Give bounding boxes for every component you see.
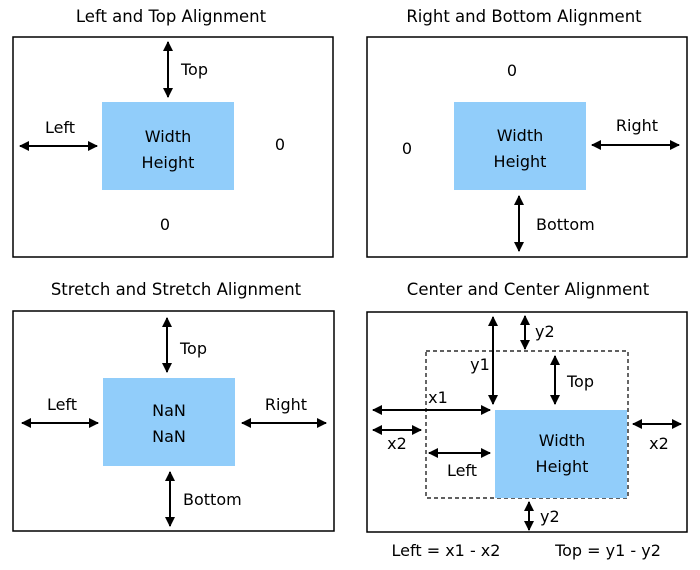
left-label: Left <box>45 118 75 137</box>
formula-top: Top = y1 - y2 <box>554 541 661 560</box>
left-label: Left <box>447 461 477 480</box>
panel-stretch: Stretch and Stretch Alignment NaN NaN To… <box>12 280 335 532</box>
left-label: Left <box>47 395 77 414</box>
panel-title: Center and Center Alignment <box>407 280 650 299</box>
x2-right-label: x2 <box>649 434 669 453</box>
element-height-label: Height <box>494 152 547 171</box>
left-value: 0 <box>402 139 412 158</box>
y2-bottom-label: y2 <box>540 507 560 526</box>
right-value: 0 <box>275 135 285 154</box>
panel-left-top: Left and Top Alignment Width Height Top … <box>12 7 334 258</box>
element-box <box>103 378 235 466</box>
top-label: Top <box>180 60 208 79</box>
top-label: Top <box>566 372 594 391</box>
panel-title: Right and Bottom Alignment <box>406 7 642 26</box>
right-label: Right <box>265 395 307 414</box>
top-value: 0 <box>507 61 517 80</box>
element-width-label: Width <box>539 431 585 450</box>
element-box <box>454 102 586 190</box>
x1-label: x1 <box>428 388 448 407</box>
element-width-label: Width <box>497 126 543 145</box>
y2-top-label: y2 <box>535 322 555 341</box>
element-width-label: Width <box>145 127 191 146</box>
element-width-label: NaN <box>152 401 186 420</box>
y1-label: y1 <box>470 355 490 374</box>
element-box <box>102 102 234 190</box>
panel-right-bottom: Right and Bottom Alignment Width Height … <box>366 7 688 258</box>
panel-title: Stretch and Stretch Alignment <box>51 280 302 299</box>
panel-center: Center and Center Alignment Width Height… <box>366 280 688 560</box>
bottom-label: Bottom <box>183 490 242 509</box>
right-label: Right <box>616 116 658 135</box>
element-height-label: Height <box>536 457 589 476</box>
element-height-label: Height <box>142 153 195 172</box>
top-label: Top <box>179 339 207 358</box>
panel-title: Left and Top Alignment <box>76 7 267 26</box>
x2-left-label: x2 <box>387 434 407 453</box>
element-height-label: NaN <box>152 427 186 446</box>
element-box <box>495 410 627 498</box>
bottom-value: 0 <box>160 215 170 234</box>
bottom-label: Bottom <box>536 215 595 234</box>
formula-left: Left = x1 - x2 <box>392 541 501 560</box>
